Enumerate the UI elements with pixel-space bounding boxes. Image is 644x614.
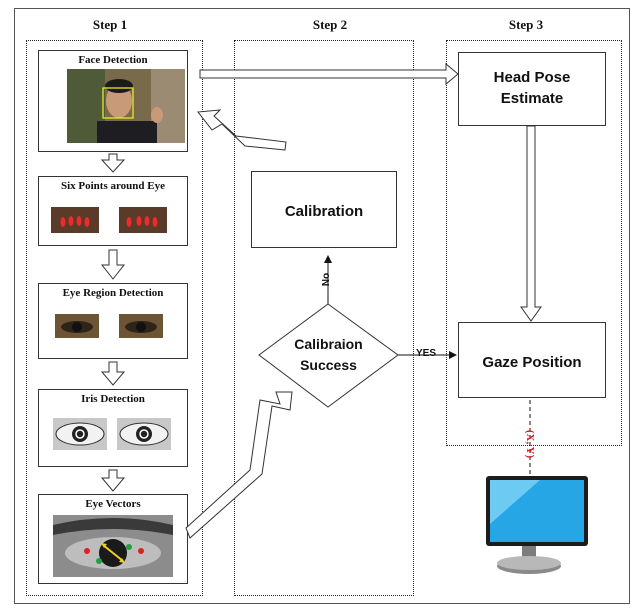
headpose-to-gaze-arrow: [520, 125, 542, 322]
iris-images: [53, 418, 171, 450]
eye-region-title: Eye Region Detection: [62, 287, 164, 299]
gaze-position-box: Gaze Position: [458, 322, 606, 398]
calibration-label: Calibration: [284, 203, 364, 220]
decision-label-line2: Success: [300, 357, 357, 373]
face-detection-card: Face Detection: [38, 50, 188, 152]
xy-coordinates-label: (X, Y): [524, 429, 537, 459]
eye-vectors-card: Eye Vectors: [38, 494, 188, 584]
head-pose-label-line2: Estimate: [500, 90, 564, 107]
down-arrow-2: [100, 249, 126, 280]
gaze-position-label: Gaze Position: [482, 354, 582, 371]
diagram-frame: [14, 8, 630, 604]
head-pose-box: Head Pose Estimate: [458, 52, 606, 126]
no-label: No: [321, 272, 333, 287]
face-detection-title: Face Detection: [78, 54, 148, 66]
step-2-column: [234, 40, 414, 596]
iris-detection-card: Iris Detection: [38, 389, 188, 467]
face-photo: [67, 69, 185, 143]
face-to-headpose-arrow: [199, 62, 459, 86]
eye-region-images: [55, 314, 163, 338]
step-3-column: [446, 40, 622, 446]
eyevectors-to-decision-arrow: [185, 391, 293, 539]
step-1-column: [26, 40, 203, 596]
monitor-icon: [486, 476, 588, 574]
head-pose-label-line1: Head Pose: [493, 69, 571, 86]
calibration-box: Calibration: [251, 171, 397, 248]
six-points-title: Six Points around Eye: [60, 180, 166, 192]
eye-vectors-image: [53, 515, 173, 577]
calibration-to-face-arrow: [197, 109, 287, 151]
yes-label: YES: [416, 348, 437, 359]
step-2-title: Step 2: [312, 17, 348, 32]
eye-vectors-title: Eye Vectors: [85, 498, 141, 510]
step-1-title: Step 1: [92, 17, 128, 32]
six-points-eye-images: [51, 207, 167, 233]
eye-region-card: Eye Region Detection: [38, 283, 188, 359]
iris-detection-title: Iris Detection: [81, 393, 145, 405]
down-arrow-1: [100, 153, 126, 173]
calibration-success-diamond: [258, 303, 399, 408]
down-arrow-3: [100, 361, 126, 386]
step-3-title: Step 3: [508, 17, 544, 32]
six-points-card: Six Points around Eye: [38, 176, 188, 246]
down-arrow-4: [100, 469, 126, 492]
decision-label-line1: Calibraion: [294, 336, 363, 352]
